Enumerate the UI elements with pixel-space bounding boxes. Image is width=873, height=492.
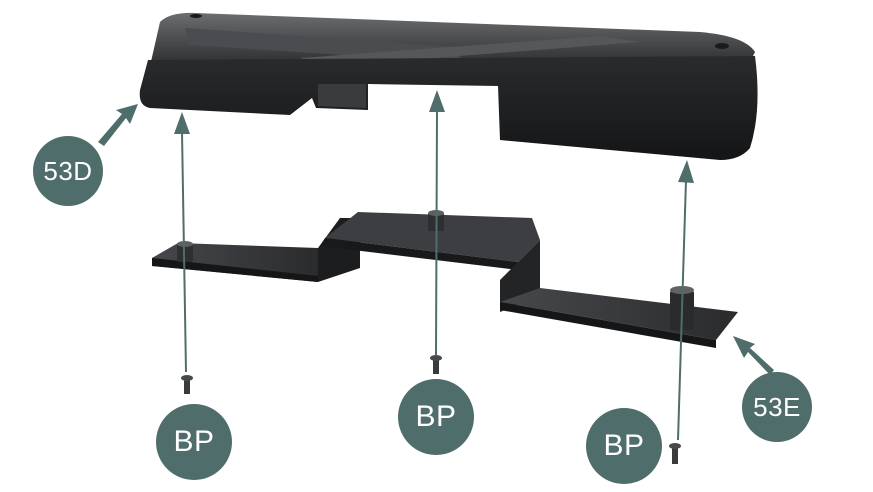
callout-cover-53d: 53D bbox=[33, 136, 103, 206]
callout-screw-right: BP bbox=[586, 408, 662, 484]
cover-hole-left bbox=[190, 14, 202, 18]
bracket-top bbox=[325, 212, 540, 262]
screw-right bbox=[669, 443, 681, 464]
cover-part bbox=[139, 12, 758, 160]
leader-53e bbox=[733, 336, 774, 375]
arrow-screw-middle bbox=[429, 90, 445, 356]
cover-notch bbox=[318, 84, 366, 108]
arrow-screw-left bbox=[174, 112, 190, 373]
arrow-screw-right bbox=[677, 160, 694, 441]
bracket-right-edge bbox=[500, 302, 716, 348]
bracket-top-front bbox=[320, 238, 518, 270]
bracket-part bbox=[152, 210, 738, 348]
callout-screw-middle: BP bbox=[398, 379, 474, 455]
bracket-left-edge bbox=[152, 258, 318, 282]
cover-top-face bbox=[150, 12, 755, 66]
cover-front-face bbox=[139, 56, 758, 160]
callout-screw-left: BP bbox=[156, 404, 232, 480]
callout-bracket-53e: 53E bbox=[742, 372, 812, 442]
leader-53d bbox=[98, 104, 138, 146]
screw-left bbox=[181, 375, 193, 394]
screw-middle bbox=[430, 355, 442, 374]
cover-hole-right bbox=[715, 43, 729, 49]
